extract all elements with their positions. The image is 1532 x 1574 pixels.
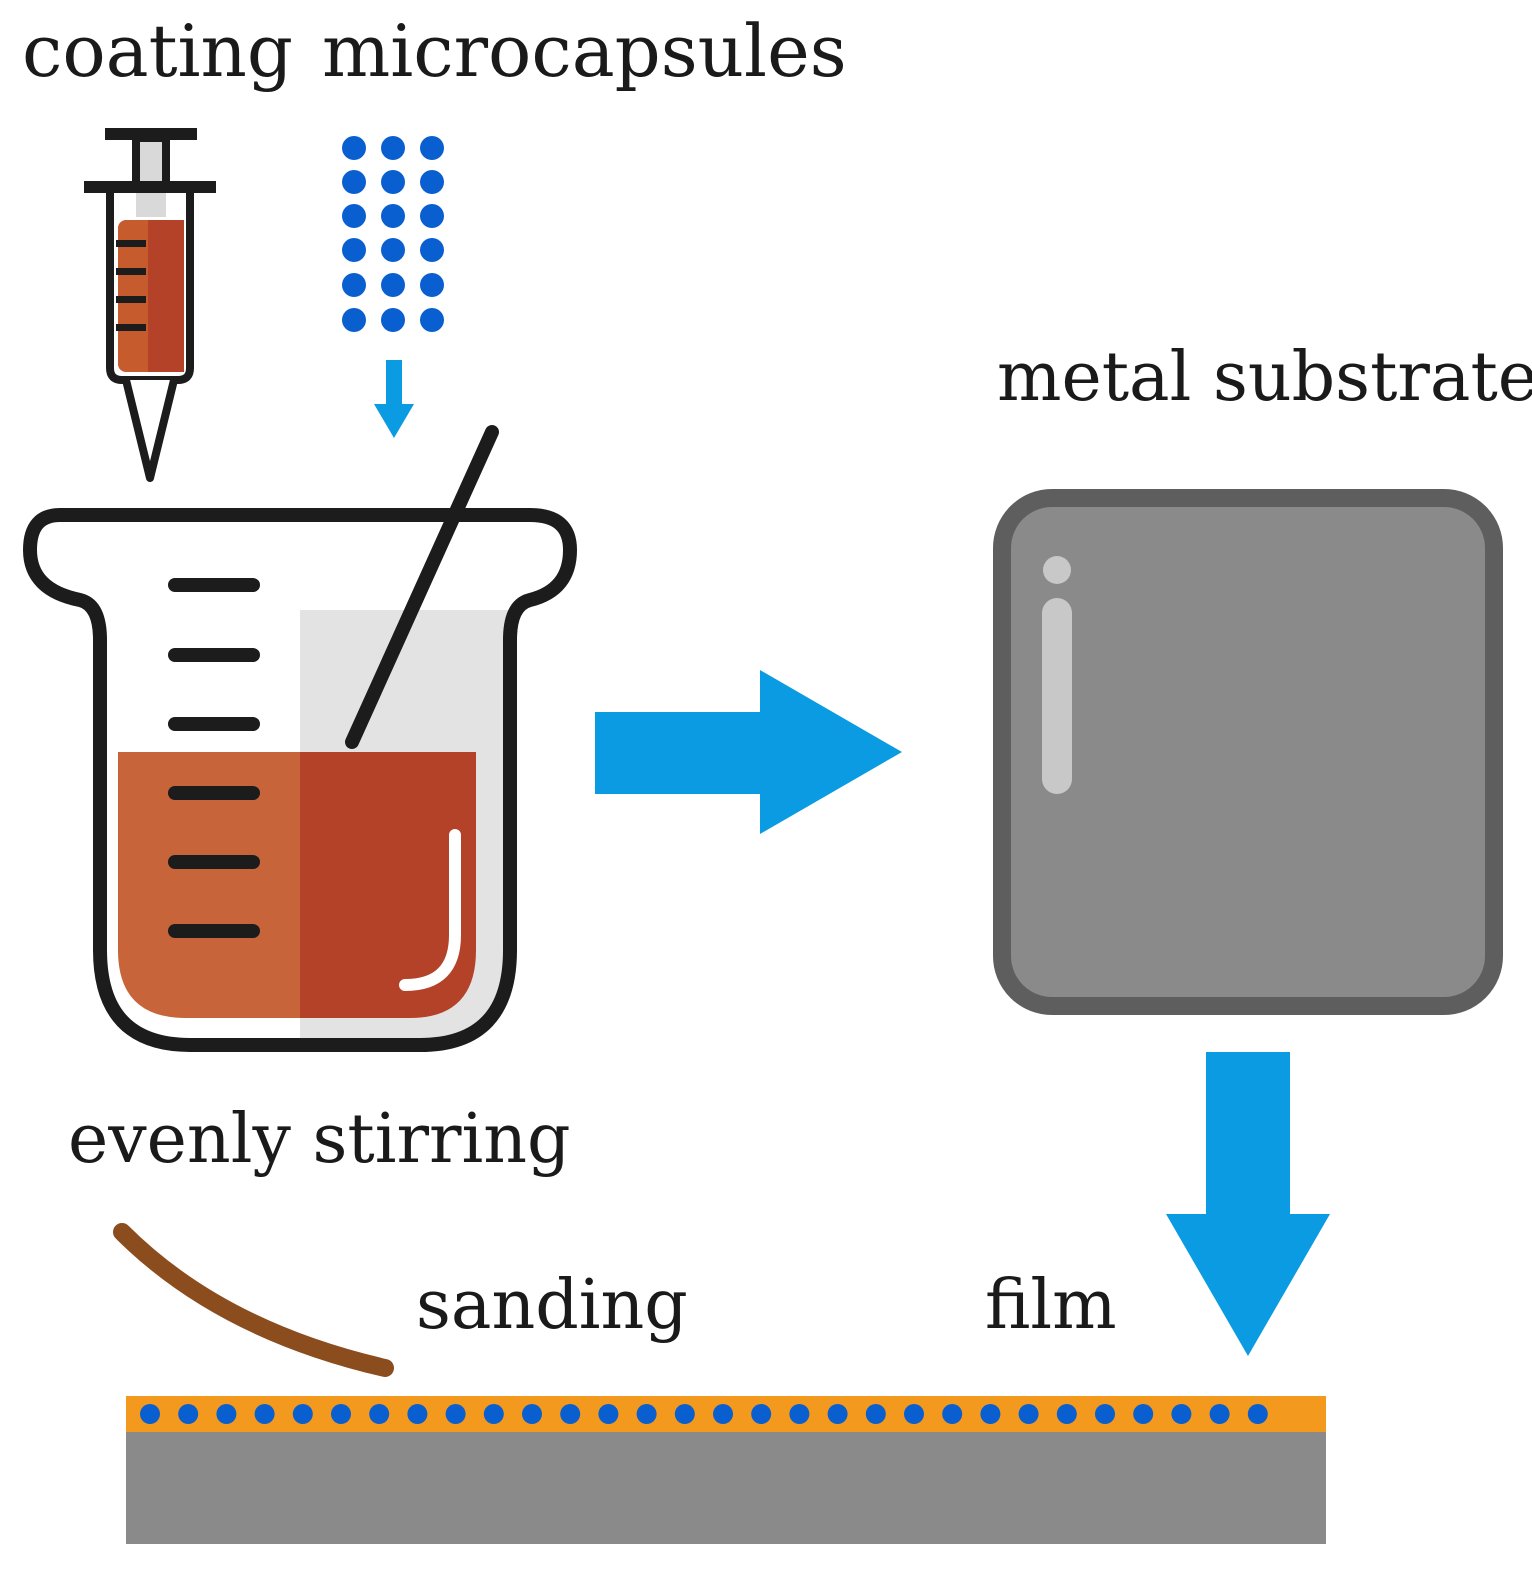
- label-coating: coating: [22, 9, 293, 93]
- label-evenly-stirring: evenly stirring: [68, 1100, 571, 1179]
- film-capsule-dot: [1095, 1404, 1115, 1424]
- film-capsule-dot: [789, 1404, 810, 1424]
- sandpaper-icon: [113, 1223, 394, 1377]
- right-arrow-icon: [595, 670, 902, 834]
- label-metal-substrate: metal substrate: [997, 338, 1532, 417]
- film-capsule-dot: [636, 1404, 657, 1424]
- film-capsule-dot: [407, 1404, 428, 1424]
- beaker-icon: [23, 425, 577, 1052]
- film-capsule-dot: [751, 1404, 772, 1424]
- film-capsule-dot: [292, 1404, 313, 1424]
- film-capsule-dot: [254, 1404, 275, 1424]
- film-capsule-dot: [827, 1404, 848, 1424]
- film-capsule-dot: [178, 1404, 199, 1424]
- label-microcapsules: microcapsules: [322, 9, 847, 93]
- film-capsule-dot: [1247, 1404, 1268, 1424]
- film-capsule-dot: [674, 1404, 695, 1424]
- film-capsule-dot: [904, 1404, 924, 1424]
- film-capsule-dot: [1209, 1404, 1230, 1424]
- microcapsules-icon: [342, 136, 444, 332]
- film-capsule-dot: [560, 1404, 581, 1424]
- down-arrow-icon: [1166, 1052, 1330, 1356]
- film-capsule-dot: [1171, 1404, 1192, 1424]
- film-capsule-dot: [1056, 1404, 1077, 1424]
- film-capsule-dot: [713, 1404, 733, 1424]
- film-capsule-dot: [598, 1404, 619, 1424]
- film-capsule-dot: [369, 1404, 390, 1424]
- film-capsule-dot: [216, 1404, 237, 1424]
- film-capsule-dot: [1018, 1404, 1039, 1424]
- label-sanding: sanding: [416, 1266, 688, 1345]
- film-capsule-dot: [980, 1404, 1001, 1424]
- film-capsule-dot: [865, 1404, 886, 1424]
- film-capsule-dot: [522, 1404, 542, 1424]
- film-capsule-dot: [1133, 1404, 1154, 1424]
- film-capsule-dot: [445, 1404, 466, 1424]
- film-capsule-dot: [942, 1404, 963, 1424]
- label-film: film: [985, 1266, 1117, 1345]
- down-arrow-small-icon: [374, 360, 414, 438]
- syringe-icon: [84, 128, 216, 482]
- metal-substrate-icon: [993, 489, 1503, 1015]
- film-capsule-dot: [140, 1404, 160, 1424]
- film-capsule-dot: [483, 1404, 504, 1424]
- coated-substrate: [126, 1396, 1326, 1544]
- film-capsule-dot: [331, 1404, 351, 1424]
- film-microcapsules: [140, 1404, 1268, 1424]
